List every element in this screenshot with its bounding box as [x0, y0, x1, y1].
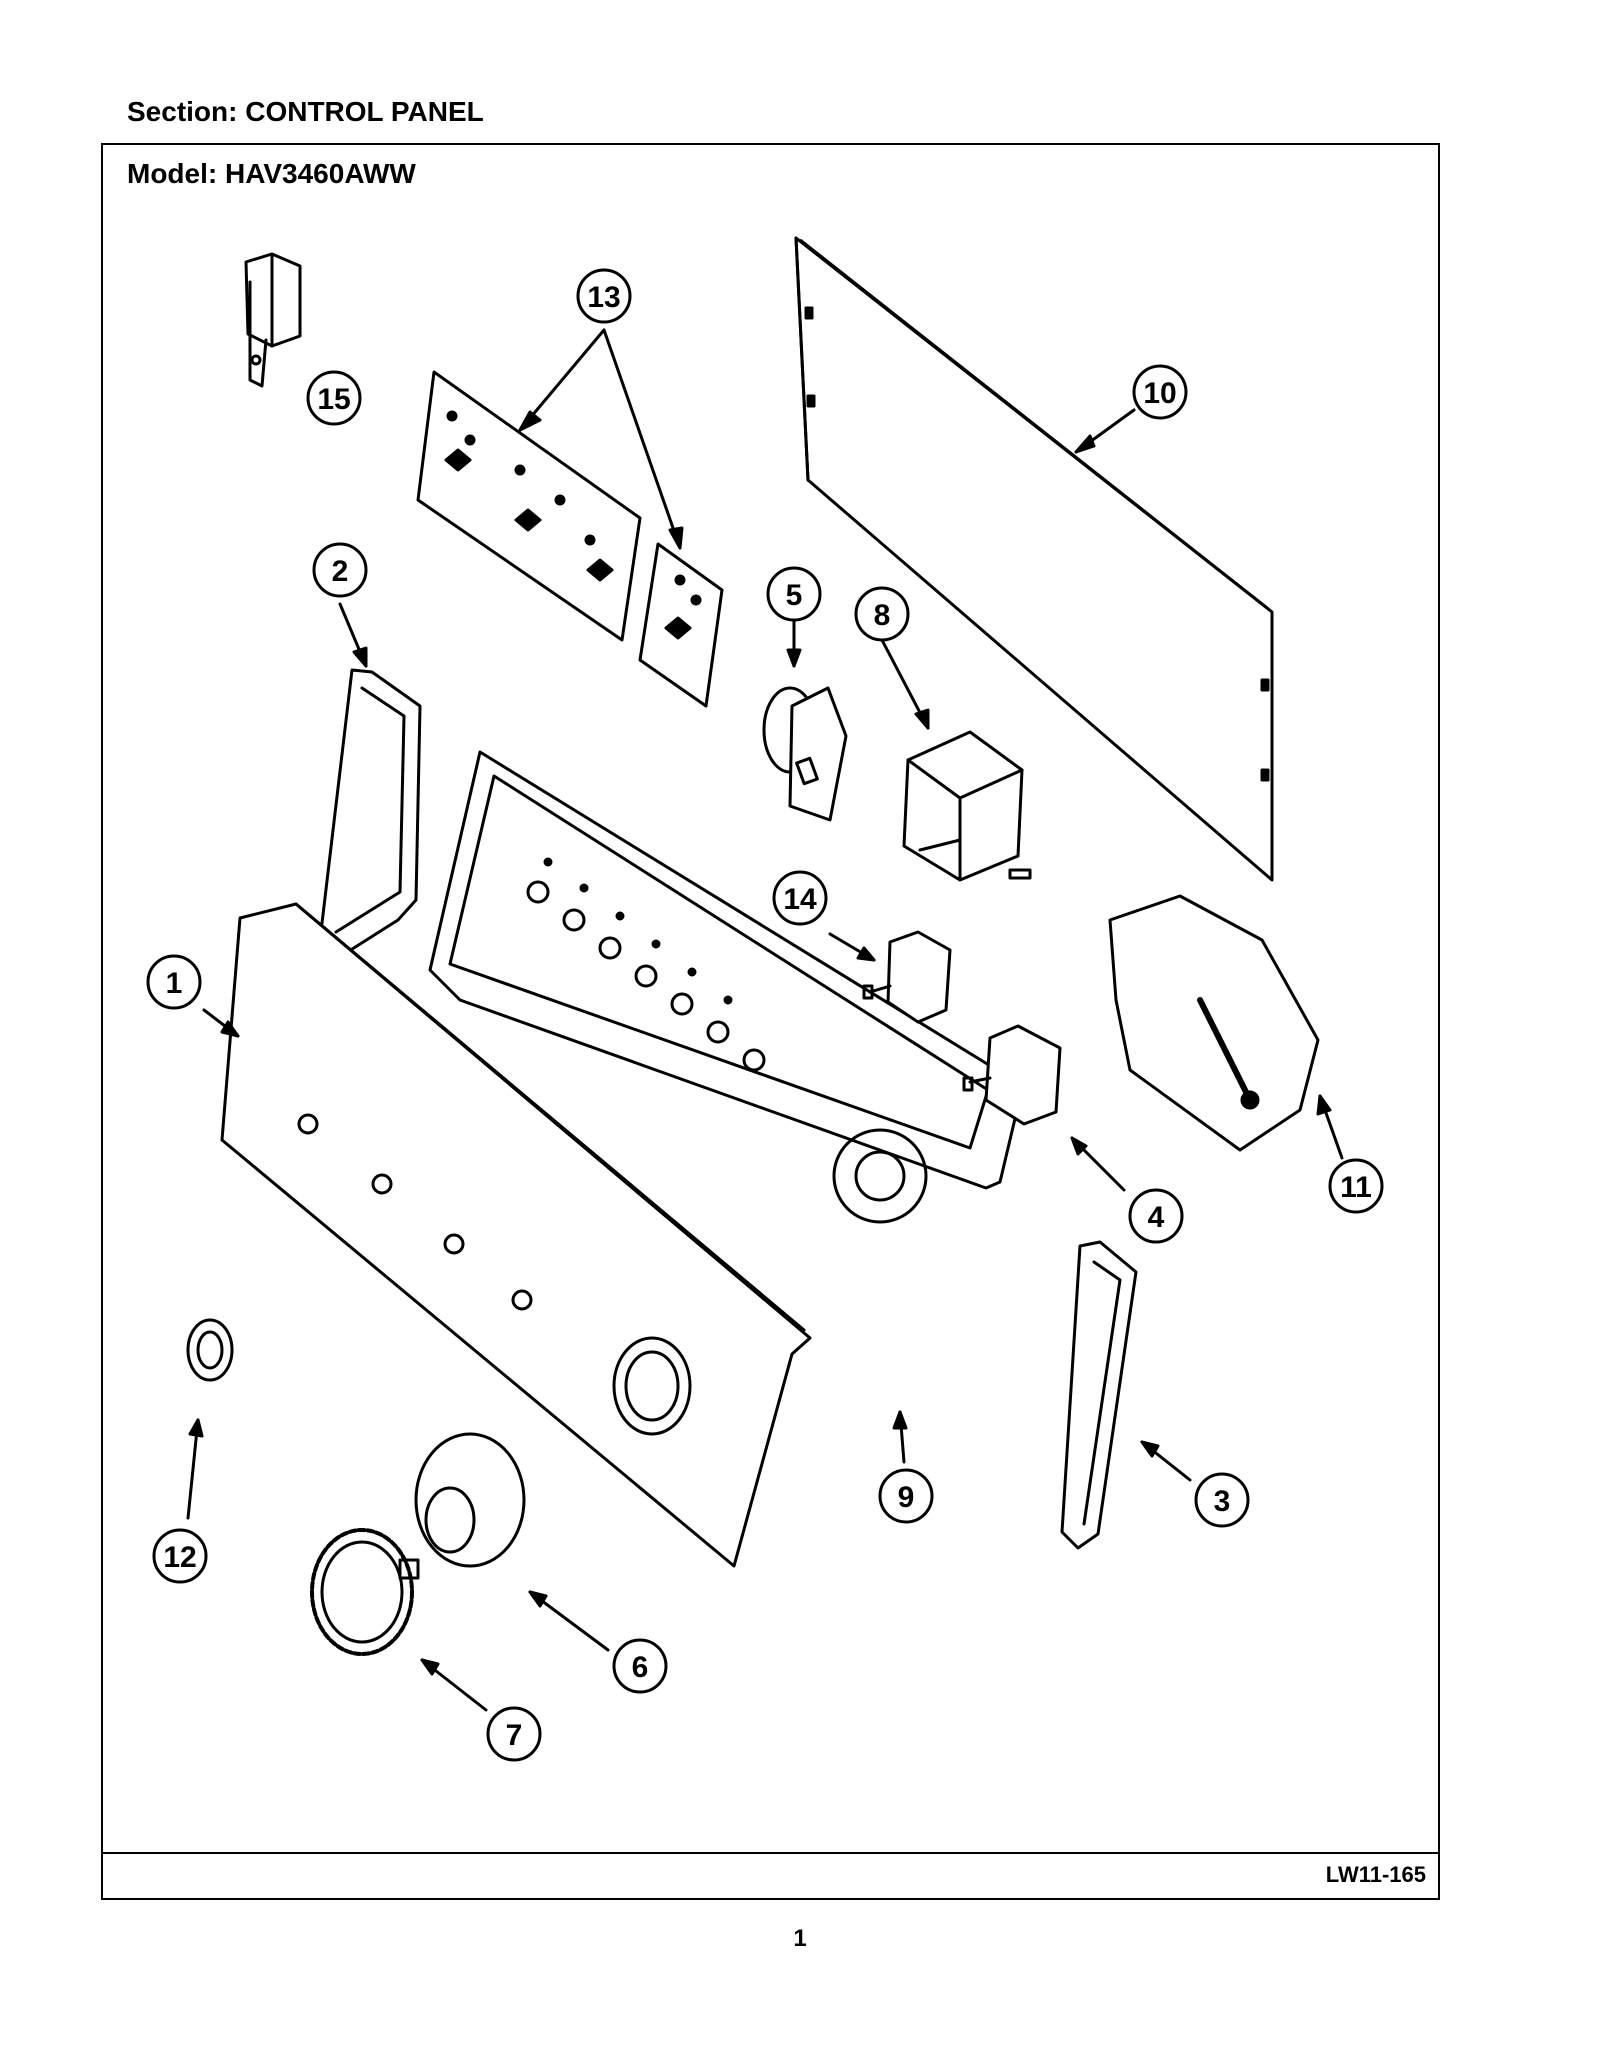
part-11-motor-assembly	[1108, 894, 1320, 1152]
diagram-frame	[101, 143, 1440, 1900]
callout-12: 12	[152, 1528, 208, 1584]
part-9-console-panel	[428, 750, 1020, 1224]
callout-1: 1	[146, 954, 202, 1010]
svg-text:7: 7	[506, 1719, 523, 1752]
callout-14: 14	[772, 870, 828, 926]
part-12-lens	[186, 1318, 234, 1382]
svg-text:8: 8	[874, 599, 891, 632]
svg-text:4: 4	[1148, 1201, 1165, 1234]
svg-text:6: 6	[632, 1651, 649, 1684]
section-title: Section: CONTROL PANEL	[127, 96, 484, 127]
footer-divider	[101, 1852, 1440, 1854]
part-13-circuit-boards	[416, 370, 724, 708]
svg-text:15: 15	[317, 383, 350, 416]
model-title: Model: HAV3460AWW	[127, 158, 416, 189]
svg-text:14: 14	[783, 883, 817, 916]
part-8-timer-switch	[902, 730, 1032, 882]
part-2-left-end-cap	[318, 668, 422, 960]
svg-text:3: 3	[1214, 1485, 1231, 1518]
part-6-knob-skirt	[414, 1432, 526, 1568]
callout-10: 10	[1132, 364, 1188, 420]
part-5-switch	[762, 686, 848, 822]
svg-text:13: 13	[587, 281, 620, 314]
callout-2: 2	[312, 542, 368, 598]
part-15-bracket	[244, 252, 302, 388]
part-14-small-switch	[862, 930, 952, 1024]
callout-11: 11	[1328, 1158, 1384, 1214]
callout-13: 13	[576, 268, 632, 324]
callout-3: 3	[1194, 1472, 1250, 1528]
svg-text:11: 11	[1340, 1171, 1372, 1204]
svg-text:12: 12	[163, 1541, 196, 1574]
callout-9: 9	[878, 1468, 934, 1524]
callout-4: 4	[1128, 1188, 1184, 1244]
part-10-back-panel	[794, 236, 1274, 882]
svg-text:1: 1	[166, 967, 183, 1000]
part-4-switch	[962, 1024, 1062, 1126]
svg-text:2: 2	[332, 555, 349, 588]
page-number: 1	[793, 1925, 807, 1952]
part-1-front-panel	[220, 902, 812, 1568]
callout-6: 6	[612, 1638, 668, 1694]
svg-text:5: 5	[786, 579, 803, 612]
part-3-right-end-cap	[1060, 1240, 1138, 1550]
part-7-knob	[310, 1528, 420, 1656]
diagram-code: LW11-165	[1325, 1862, 1426, 1887]
leader-arrows	[186, 328, 1344, 1712]
callouts: 1 2 3 4 5 6 7 8 9 10 11 12 13 14 15	[146, 268, 1384, 1762]
exploded-parts-diagram: 1 2 3 4 5 6 7 8 9 10 11 12 13 14 15	[146, 236, 1384, 1762]
svg-text:10: 10	[1143, 377, 1176, 410]
callout-5: 5	[766, 566, 822, 622]
svg-text:9: 9	[898, 1481, 915, 1514]
callout-15: 15	[306, 370, 362, 426]
callout-7: 7	[486, 1706, 542, 1762]
callout-8: 8	[854, 586, 910, 642]
